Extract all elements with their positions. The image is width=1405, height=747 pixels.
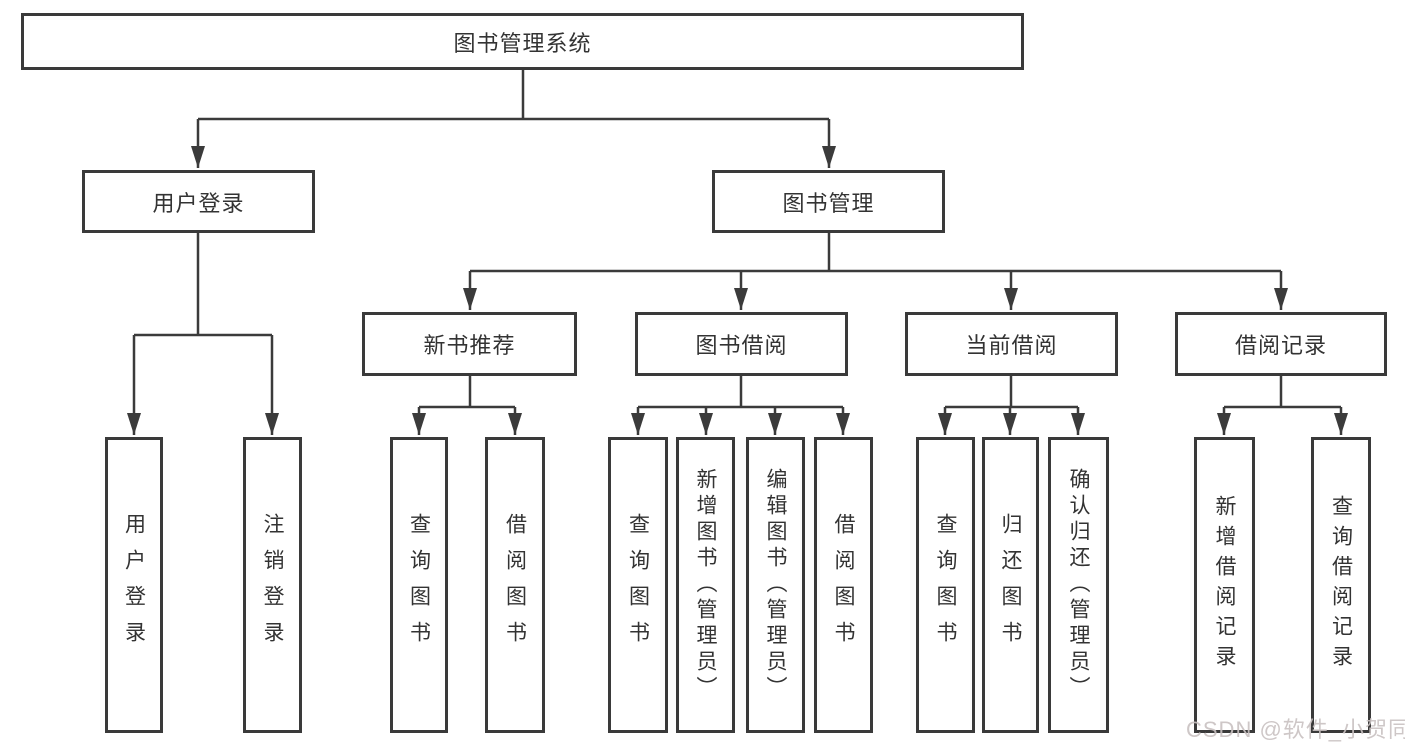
connector-root-bus	[198, 70, 829, 121]
leaf-user-login: 用户登录	[105, 437, 163, 733]
node-root: 图书管理系统	[21, 13, 1024, 70]
connector-recommend-bus	[419, 376, 515, 409]
node-book-management: 图书管理	[712, 170, 945, 233]
leaf-query-books-2: 查询图书	[608, 437, 668, 733]
node-current-borrow-label: 当前借阅	[965, 333, 1058, 358]
node-book-borrow-label: 图书借阅	[695, 333, 788, 358]
leaf-return-book: 归还图书	[982, 437, 1039, 733]
leaf-edit-book-admin: 编辑图书（管理员）	[746, 437, 805, 733]
leaf-confirm-return-admin-label: 确认归还（管理员）	[1067, 468, 1090, 702]
leaf-confirm-return-admin: 确认归还（管理员）	[1048, 437, 1109, 733]
leaf-return-book-label: 归还图书	[999, 513, 1022, 657]
connector-book-management-bus	[470, 233, 1281, 273]
node-book-management-label: 图书管理	[782, 190, 875, 216]
node-user-login-label: 用户登录	[152, 190, 245, 216]
node-book-borrow: 图书借阅	[635, 312, 848, 376]
leaf-query-borrow-record: 查询借阅记录	[1311, 437, 1371, 733]
leaf-borrow-books-2: 借阅图书	[814, 437, 873, 733]
node-borrow-records-label: 借阅记录	[1234, 333, 1327, 358]
leaf-add-borrow-record: 新增借阅记录	[1194, 437, 1255, 733]
leaf-borrow-books-1: 借阅图书	[485, 437, 545, 733]
leaf-add-borrow-record-label: 新增借阅记录	[1213, 495, 1236, 675]
leaf-logout: 注销登录	[243, 437, 302, 733]
node-new-book-recommend-label: 新书推荐	[423, 333, 516, 358]
watermark-text: CSDN @软件_小贺同学	[1186, 717, 1405, 742]
connector-user-login-bus	[134, 233, 272, 337]
node-current-borrow: 当前借阅	[905, 312, 1118, 376]
leaf-query-books-2-label: 查询图书	[626, 513, 650, 657]
leaf-borrow-books-2-label: 借阅图书	[832, 513, 855, 657]
leaf-logout-label: 注销登录	[261, 513, 284, 657]
connector-borrow-bus	[638, 376, 843, 409]
node-borrow-records: 借阅记录	[1175, 312, 1387, 376]
leaf-query-books-3-label: 查询图书	[934, 513, 957, 657]
connector-records-bus	[1224, 376, 1341, 409]
connector-current-bus	[945, 376, 1078, 409]
leaf-query-books-1: 查询图书	[390, 437, 448, 733]
node-new-book-recommend: 新书推荐	[362, 312, 577, 376]
node-user-login: 用户登录	[82, 170, 315, 233]
leaf-borrow-books-1-label: 借阅图书	[503, 513, 527, 657]
leaf-query-borrow-record-label: 查询借阅记录	[1329, 495, 1353, 675]
leaf-add-book-admin: 新增图书（管理员）	[676, 437, 735, 733]
leaf-edit-book-admin-label: 编辑图书（管理员）	[764, 468, 787, 702]
node-root-label: 图书管理系统	[453, 30, 592, 56]
leaf-user-login-label: 用户登录	[122, 513, 146, 657]
leaf-add-book-admin-label: 新增图书（管理员）	[694, 468, 717, 702]
leaf-query-books-3: 查询图书	[916, 437, 975, 733]
leaf-query-books-1-label: 查询图书	[407, 513, 431, 657]
